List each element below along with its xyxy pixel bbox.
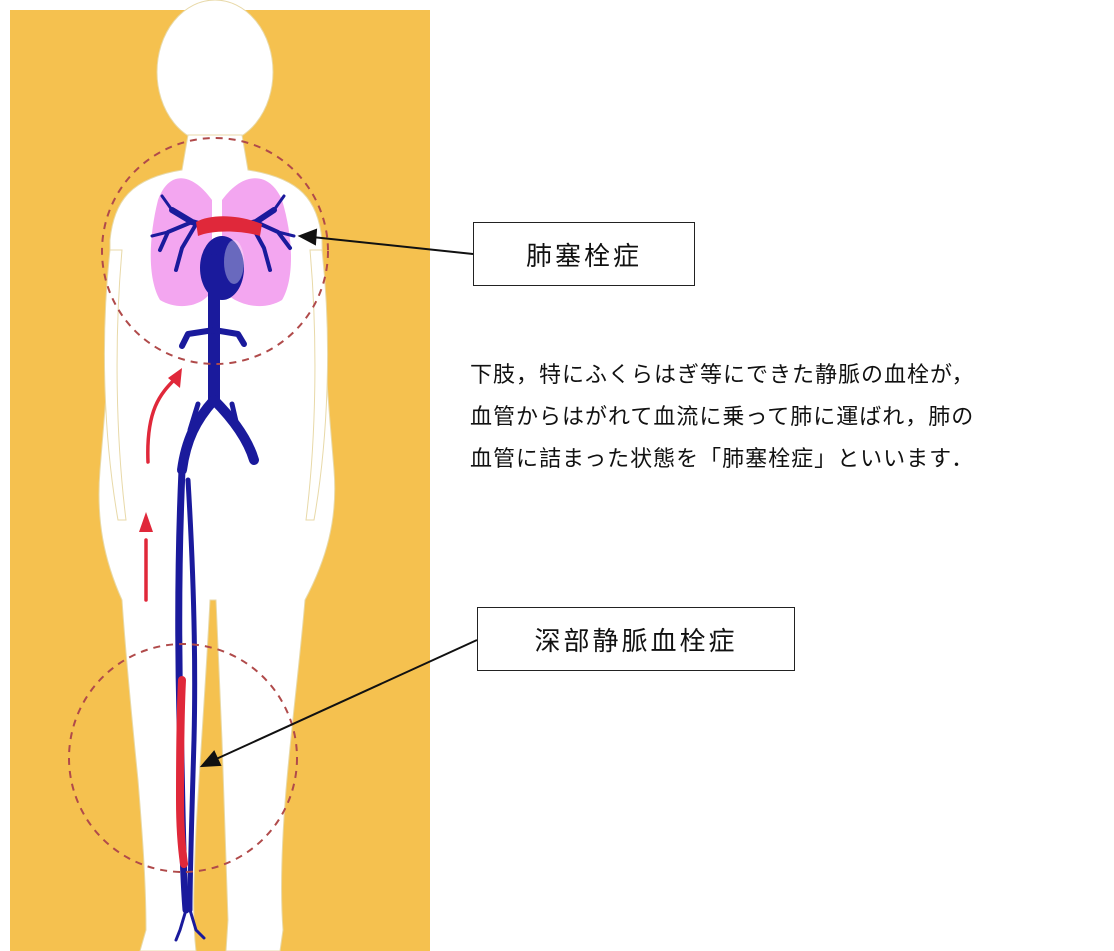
- description-line: 血管からはがれて血流に乗って肺に運ばれ，肺の: [470, 405, 975, 430]
- heart: [200, 236, 244, 300]
- thrombus-leg: [175, 676, 188, 868]
- body-silhouette: [98, 0, 336, 951]
- description-line: 下肢，特にふくらはぎ等にできた静脈の血栓が，: [470, 363, 975, 388]
- thrombus-lung: [196, 216, 262, 236]
- label-deep-vein-thrombosis: 深部静脈血栓症: [477, 607, 795, 671]
- pointer-arrows: [199, 228, 478, 768]
- leg-highlight-circle: [68, 643, 298, 873]
- lung-highlight-circle: [101, 137, 329, 365]
- flow-arrowheads: [139, 368, 182, 532]
- flow-arrows: [144, 376, 178, 602]
- description-line: 血管に詰まった状態を「肺塞栓症」といいます．: [470, 447, 975, 472]
- label-pulmonary-embolism: 肺塞栓症: [473, 222, 695, 286]
- description-text: 下肢，特にふくらはぎ等にできた静脈の血栓が， 血管からはがれて血流に乗って肺に運…: [470, 355, 1110, 481]
